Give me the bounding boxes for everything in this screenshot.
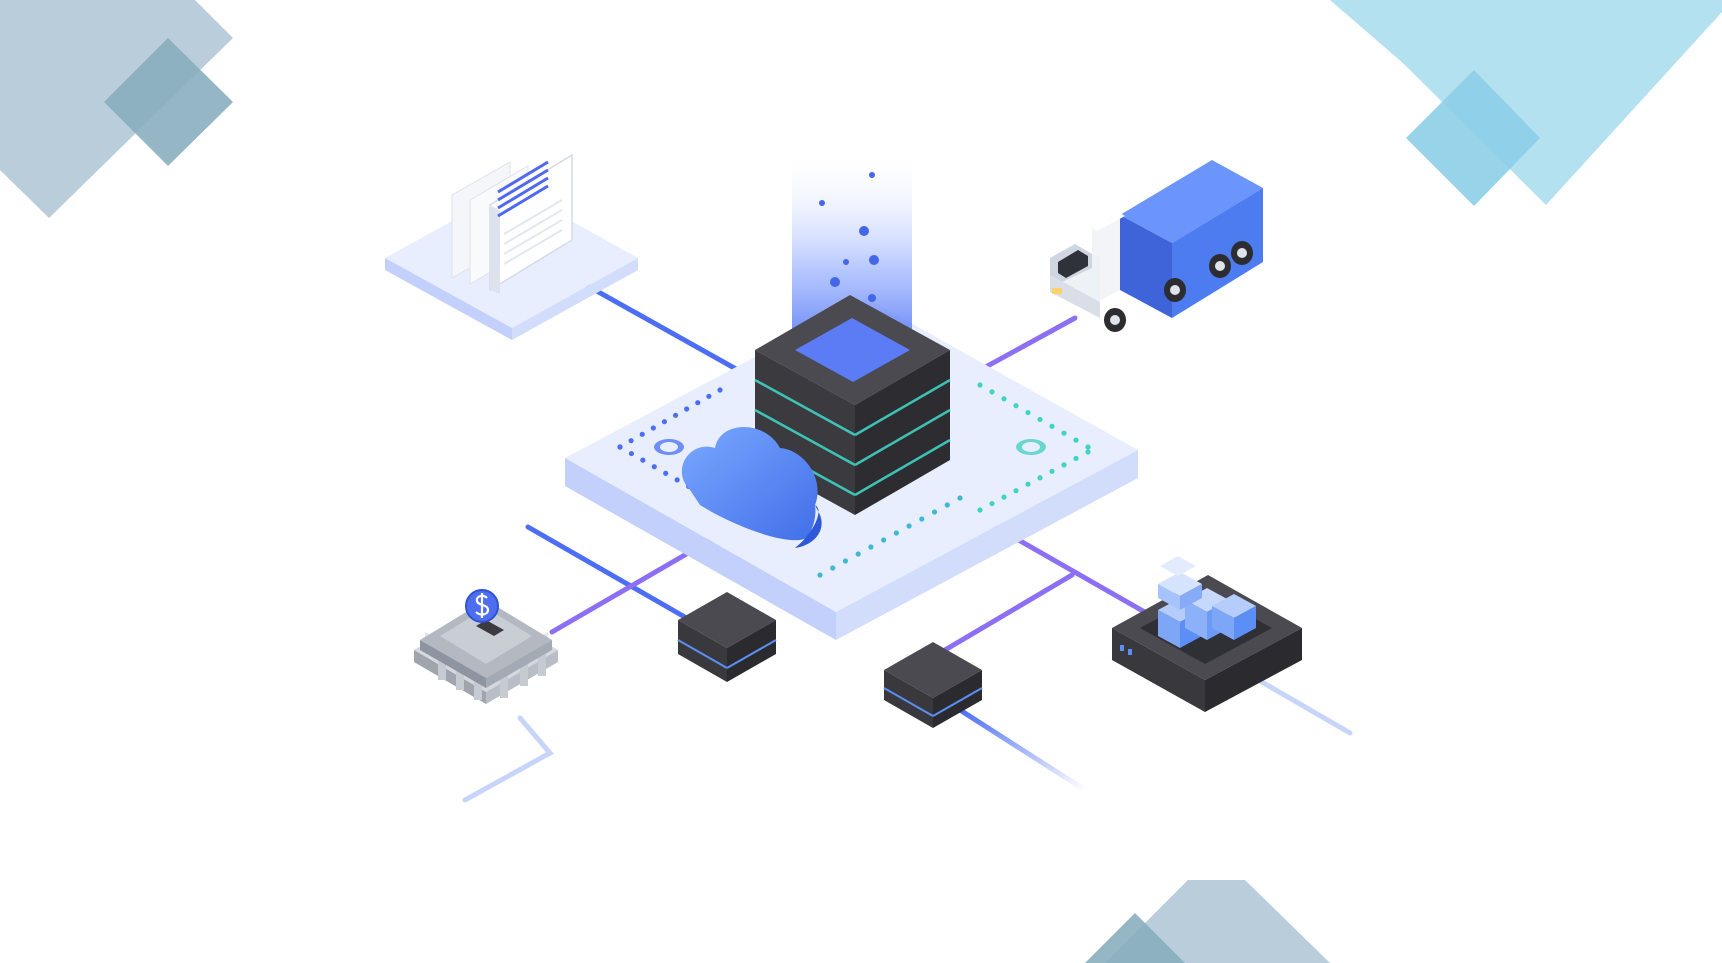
beam-particles [819, 172, 879, 302]
decor-bottom-right [1085, 880, 1330, 963]
platform-dot [672, 412, 679, 418]
platform-dot [1085, 444, 1091, 450]
platform-dot [628, 438, 634, 444]
platform-dot [1001, 396, 1007, 402]
platform-dot [919, 516, 925, 522]
beam-particle [869, 255, 879, 265]
platform-node-left [654, 439, 684, 455]
truck-icon [1050, 160, 1263, 332]
platform-dot [906, 523, 912, 529]
decor-top-right [1330, 0, 1722, 206]
platform-dot [893, 530, 899, 536]
platform-dot [1073, 437, 1079, 443]
platform-dot [1037, 475, 1043, 481]
platform-dot [1085, 449, 1091, 455]
bank-icon [414, 589, 558, 704]
platform-dot [944, 502, 950, 508]
platform-dot [663, 470, 669, 476]
platform-dot [1061, 430, 1067, 436]
data-cubes [1158, 556, 1256, 648]
platform-dot [1037, 416, 1043, 423]
server-a-node [677, 592, 777, 682]
platform-dot [1049, 468, 1055, 474]
beam-particle [819, 200, 825, 206]
platform-dot [651, 464, 657, 470]
platform-node-right [1016, 439, 1046, 455]
cloud-node [681, 427, 822, 548]
platform-dot [817, 572, 823, 578]
platform-dot [684, 406, 690, 412]
document-icon [451, 153, 573, 294]
platform-dot [977, 507, 983, 513]
platform-dot [977, 382, 983, 388]
beam-particle [868, 294, 876, 302]
platform-dot [1049, 423, 1055, 429]
platform-dot [650, 425, 656, 431]
platform-dot [989, 389, 995, 395]
server-box-icon [677, 592, 777, 682]
server-box-icon [883, 642, 983, 728]
platform-dot [706, 393, 712, 399]
platform-dot [695, 400, 701, 406]
platform-dot [674, 477, 680, 483]
platform-dot [881, 537, 887, 543]
platform-dot [1025, 409, 1031, 416]
platform-dot [640, 457, 646, 463]
cloud-icon [681, 427, 822, 548]
bank-node [414, 589, 558, 704]
beam-particle [869, 172, 875, 178]
decor-top-left [0, 0, 233, 218]
beam-particle [859, 226, 869, 236]
server-b-node [883, 642, 983, 728]
platform-dot [1073, 455, 1079, 462]
beam-particle [830, 277, 840, 287]
platform-dot [931, 509, 938, 515]
platform-dot [1061, 462, 1067, 468]
platform-dot [957, 495, 963, 501]
platform-dot [639, 431, 645, 437]
platform-dot [661, 419, 668, 425]
document-node [385, 153, 638, 340]
beam-particle [843, 259, 849, 265]
truck-node [1050, 160, 1263, 332]
platform-dot [989, 500, 995, 507]
platform-dot [855, 551, 861, 557]
storage-tray-icon [1112, 556, 1302, 712]
platform-dot [830, 565, 836, 571]
storage-node [1112, 556, 1302, 712]
platform-dot [1001, 494, 1007, 500]
platform-dot [717, 387, 723, 393]
platform-dot [1025, 481, 1031, 487]
platform-dot [842, 558, 849, 564]
platform-dot [617, 444, 623, 450]
platform-dot [1013, 488, 1019, 494]
platform-dot [868, 544, 874, 550]
platform-dot [628, 450, 635, 457]
platform-dot [1013, 403, 1019, 409]
